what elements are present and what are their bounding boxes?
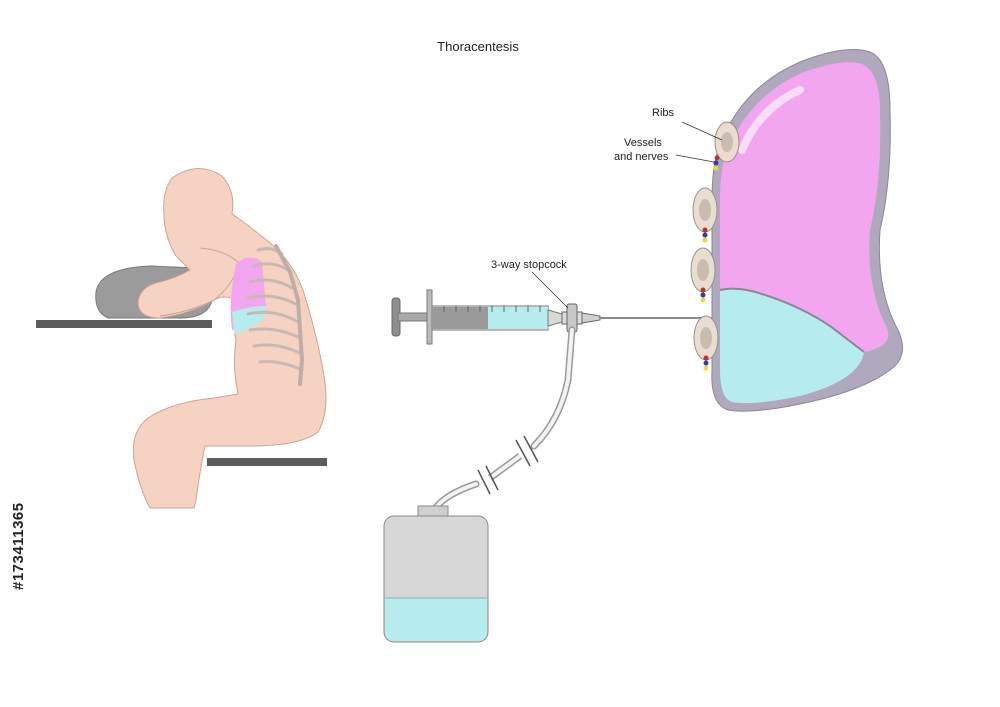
- patient-ribcage: [246, 244, 305, 386]
- ribs-column: [690, 121, 740, 371]
- rib: [693, 315, 719, 371]
- syringe: [391, 289, 734, 345]
- stool: [207, 458, 327, 466]
- patient-arm: [159, 247, 241, 317]
- stopcock: [561, 303, 601, 333]
- rib: [713, 121, 740, 171]
- syringe-tip: [547, 309, 563, 327]
- diagram-title: Thoracentesis: [437, 39, 519, 54]
- leader-ribs: [681, 121, 723, 141]
- syringe-plunger-head: [432, 307, 488, 329]
- annotations: Ribs Vessels and nerves 3-way stopcock: [491, 107, 723, 309]
- rib: [692, 187, 718, 243]
- leader-stopcock: [531, 271, 569, 309]
- watermark-id: #173411365: [10, 502, 27, 590]
- bottle-fluid: [385, 598, 487, 641]
- rib: [690, 247, 716, 303]
- syringe-graduations: [443, 306, 541, 312]
- lung: [720, 62, 889, 352]
- table: [36, 320, 212, 328]
- drainage-tubing: [428, 326, 576, 518]
- syringe-fluid: [488, 307, 548, 329]
- syringe-flange: [426, 289, 433, 345]
- label-vessels-line1: Vessels: [624, 137, 662, 149]
- collection-bottle: [383, 505, 489, 643]
- lung-cross-section: [711, 49, 903, 412]
- lung-highlight: [738, 86, 804, 154]
- pleural-effusion: [720, 288, 864, 404]
- patient-scene: [36, 168, 327, 509]
- label-ribs: Ribs: [652, 107, 675, 119]
- label-stopcock: 3-way stopcock: [491, 259, 567, 271]
- label-vessels-line2: and nerves: [614, 151, 669, 163]
- leader-vessels: [675, 154, 715, 163]
